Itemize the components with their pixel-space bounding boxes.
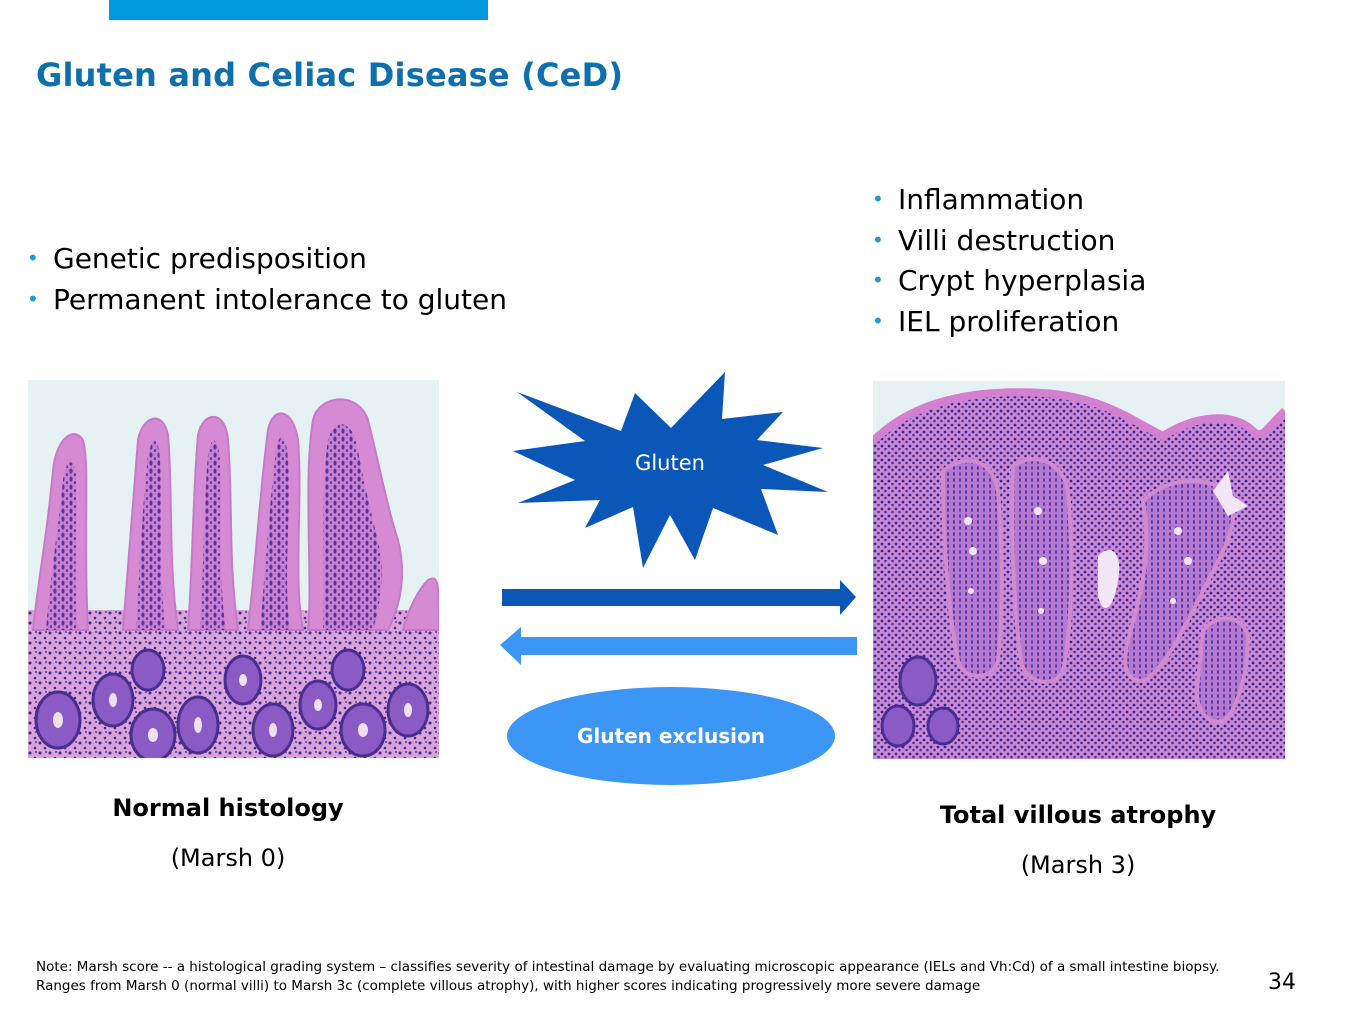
villous-atrophy-image bbox=[873, 381, 1285, 759]
gluten-label: Gluten bbox=[635, 451, 705, 475]
villous-atrophy-title: Total villous atrophy bbox=[939, 801, 1217, 829]
page-number: 34 bbox=[1268, 970, 1296, 995]
bullet-dot-icon: • bbox=[872, 268, 884, 292]
bullet-item: •Genetic predisposition bbox=[27, 240, 507, 281]
normal-histology-image bbox=[28, 380, 439, 758]
gluten-starburst-icon bbox=[513, 372, 828, 568]
bullet-item: •Inflammation bbox=[872, 181, 1146, 222]
bullet-dot-icon: • bbox=[27, 286, 39, 311]
gluten-exclusion-ellipse: Gluten exclusion bbox=[507, 687, 835, 785]
pathology-bullet-list: •Inflammation •Villi destruction •Crypt … bbox=[872, 181, 1146, 343]
normal-histology-caption: Normal histology (Marsh 0) bbox=[28, 794, 428, 872]
bullet-dot-icon: • bbox=[872, 187, 884, 211]
accent-bar bbox=[109, 0, 488, 20]
bullet-item: •Villi destruction bbox=[872, 222, 1146, 263]
slide-title: Gluten and Celiac Disease (CeD) bbox=[36, 56, 624, 94]
villous-atrophy-caption: Total villous atrophy (Marsh 3) bbox=[878, 801, 1278, 879]
gluten-exclusion-arrow-icon bbox=[500, 627, 857, 665]
bullet-dot-icon: • bbox=[872, 308, 884, 333]
predisposition-bullet-list: •Genetic predisposition •Permanent intol… bbox=[27, 240, 507, 321]
gluten-diagram: Gluten Gluten exclusion bbox=[495, 365, 865, 795]
villous-atrophy-score: (Marsh 3) bbox=[1020, 851, 1136, 879]
bullet-dot-icon: • bbox=[872, 227, 884, 252]
gluten-exposure-arrow-icon bbox=[502, 580, 856, 615]
bullet-item: •Crypt hyperplasia bbox=[872, 262, 1146, 303]
bullet-item: •IEL proliferation bbox=[872, 303, 1146, 344]
bullet-dot-icon: • bbox=[27, 246, 39, 270]
normal-histology-title: Normal histology bbox=[112, 794, 344, 822]
gluten-exclusion-label: Gluten exclusion bbox=[577, 724, 765, 748]
bullet-item: •Permanent intolerance to gluten bbox=[27, 281, 507, 322]
footnote: Note: Marsh score -- a histological grad… bbox=[36, 959, 1220, 994]
normal-histology-score: (Marsh 0) bbox=[170, 844, 286, 872]
